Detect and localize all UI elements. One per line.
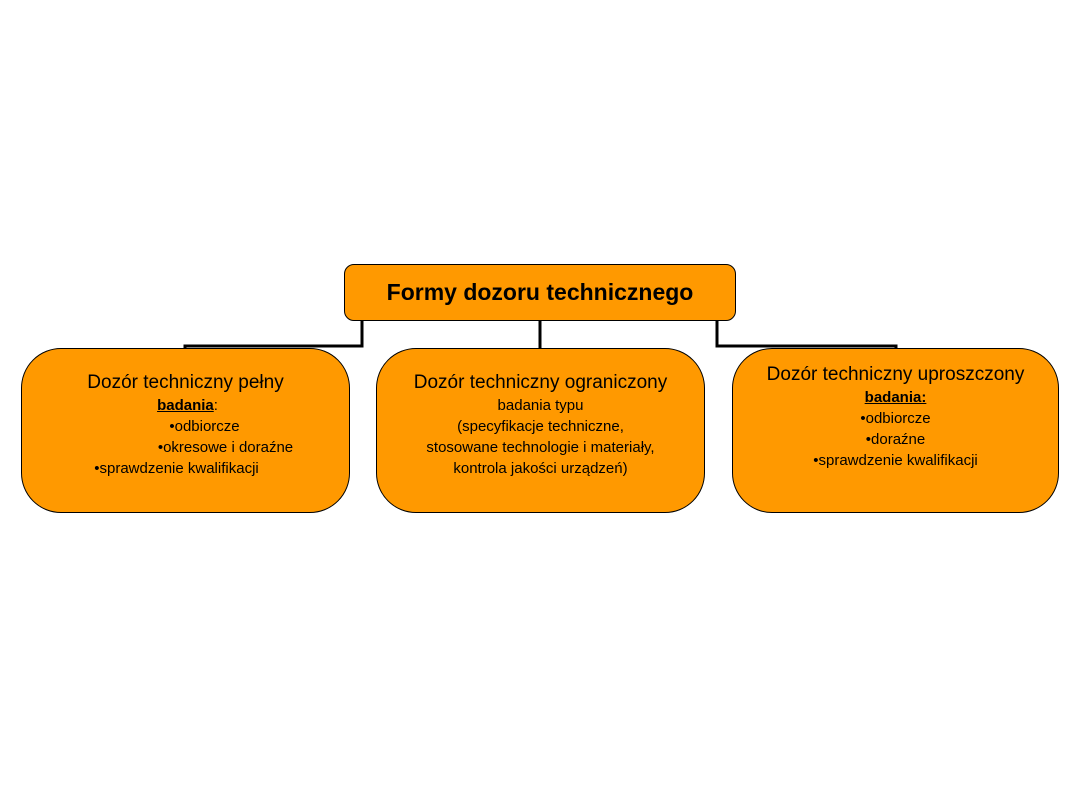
node-line: badania typu (497, 397, 584, 414)
node-header-label: badania: (864, 389, 927, 406)
node-line: •doraźne (865, 431, 926, 448)
node-line: •sprawdzenie kwalifikacji (813, 452, 978, 469)
node-header-label: badania (157, 397, 214, 414)
node-line: •odbiorcze (860, 410, 931, 427)
node-line: stosowane technologie i materiały, (426, 439, 655, 456)
root-node: Formy dozoru technicznego (344, 264, 736, 321)
node-header: badania: (733, 387, 1058, 408)
node-title: Dozór techniczny ograniczony (413, 372, 668, 393)
node-simplified-supervision: Dozór techniczny uproszczony badania: •o… (732, 348, 1059, 513)
connector-left (183, 321, 364, 349)
connector-right (715, 321, 898, 349)
node-title: Dozór techniczny uproszczony (766, 364, 1025, 385)
node-line: (specyfikacje techniczne, (457, 418, 624, 435)
node-line: •okresowe i doraźne (157, 439, 294, 456)
node-header: badania: (22, 395, 349, 416)
node-line: •sprawdzenie kwalifikacji (94, 460, 259, 477)
node-full-supervision: Dozór techniczny pełny badania: •odbiorc… (21, 348, 350, 513)
node-header-suffix: : (213, 397, 218, 414)
node-line: •odbiorcze (169, 418, 240, 435)
root-title: Formy dozoru technicznego (386, 279, 694, 305)
node-limited-supervision: Dozór techniczny ograniczony badania typ… (376, 348, 705, 513)
node-line: kontrola jakości urządzeń) (453, 460, 628, 477)
node-title: Dozór techniczny pełny (87, 372, 284, 393)
